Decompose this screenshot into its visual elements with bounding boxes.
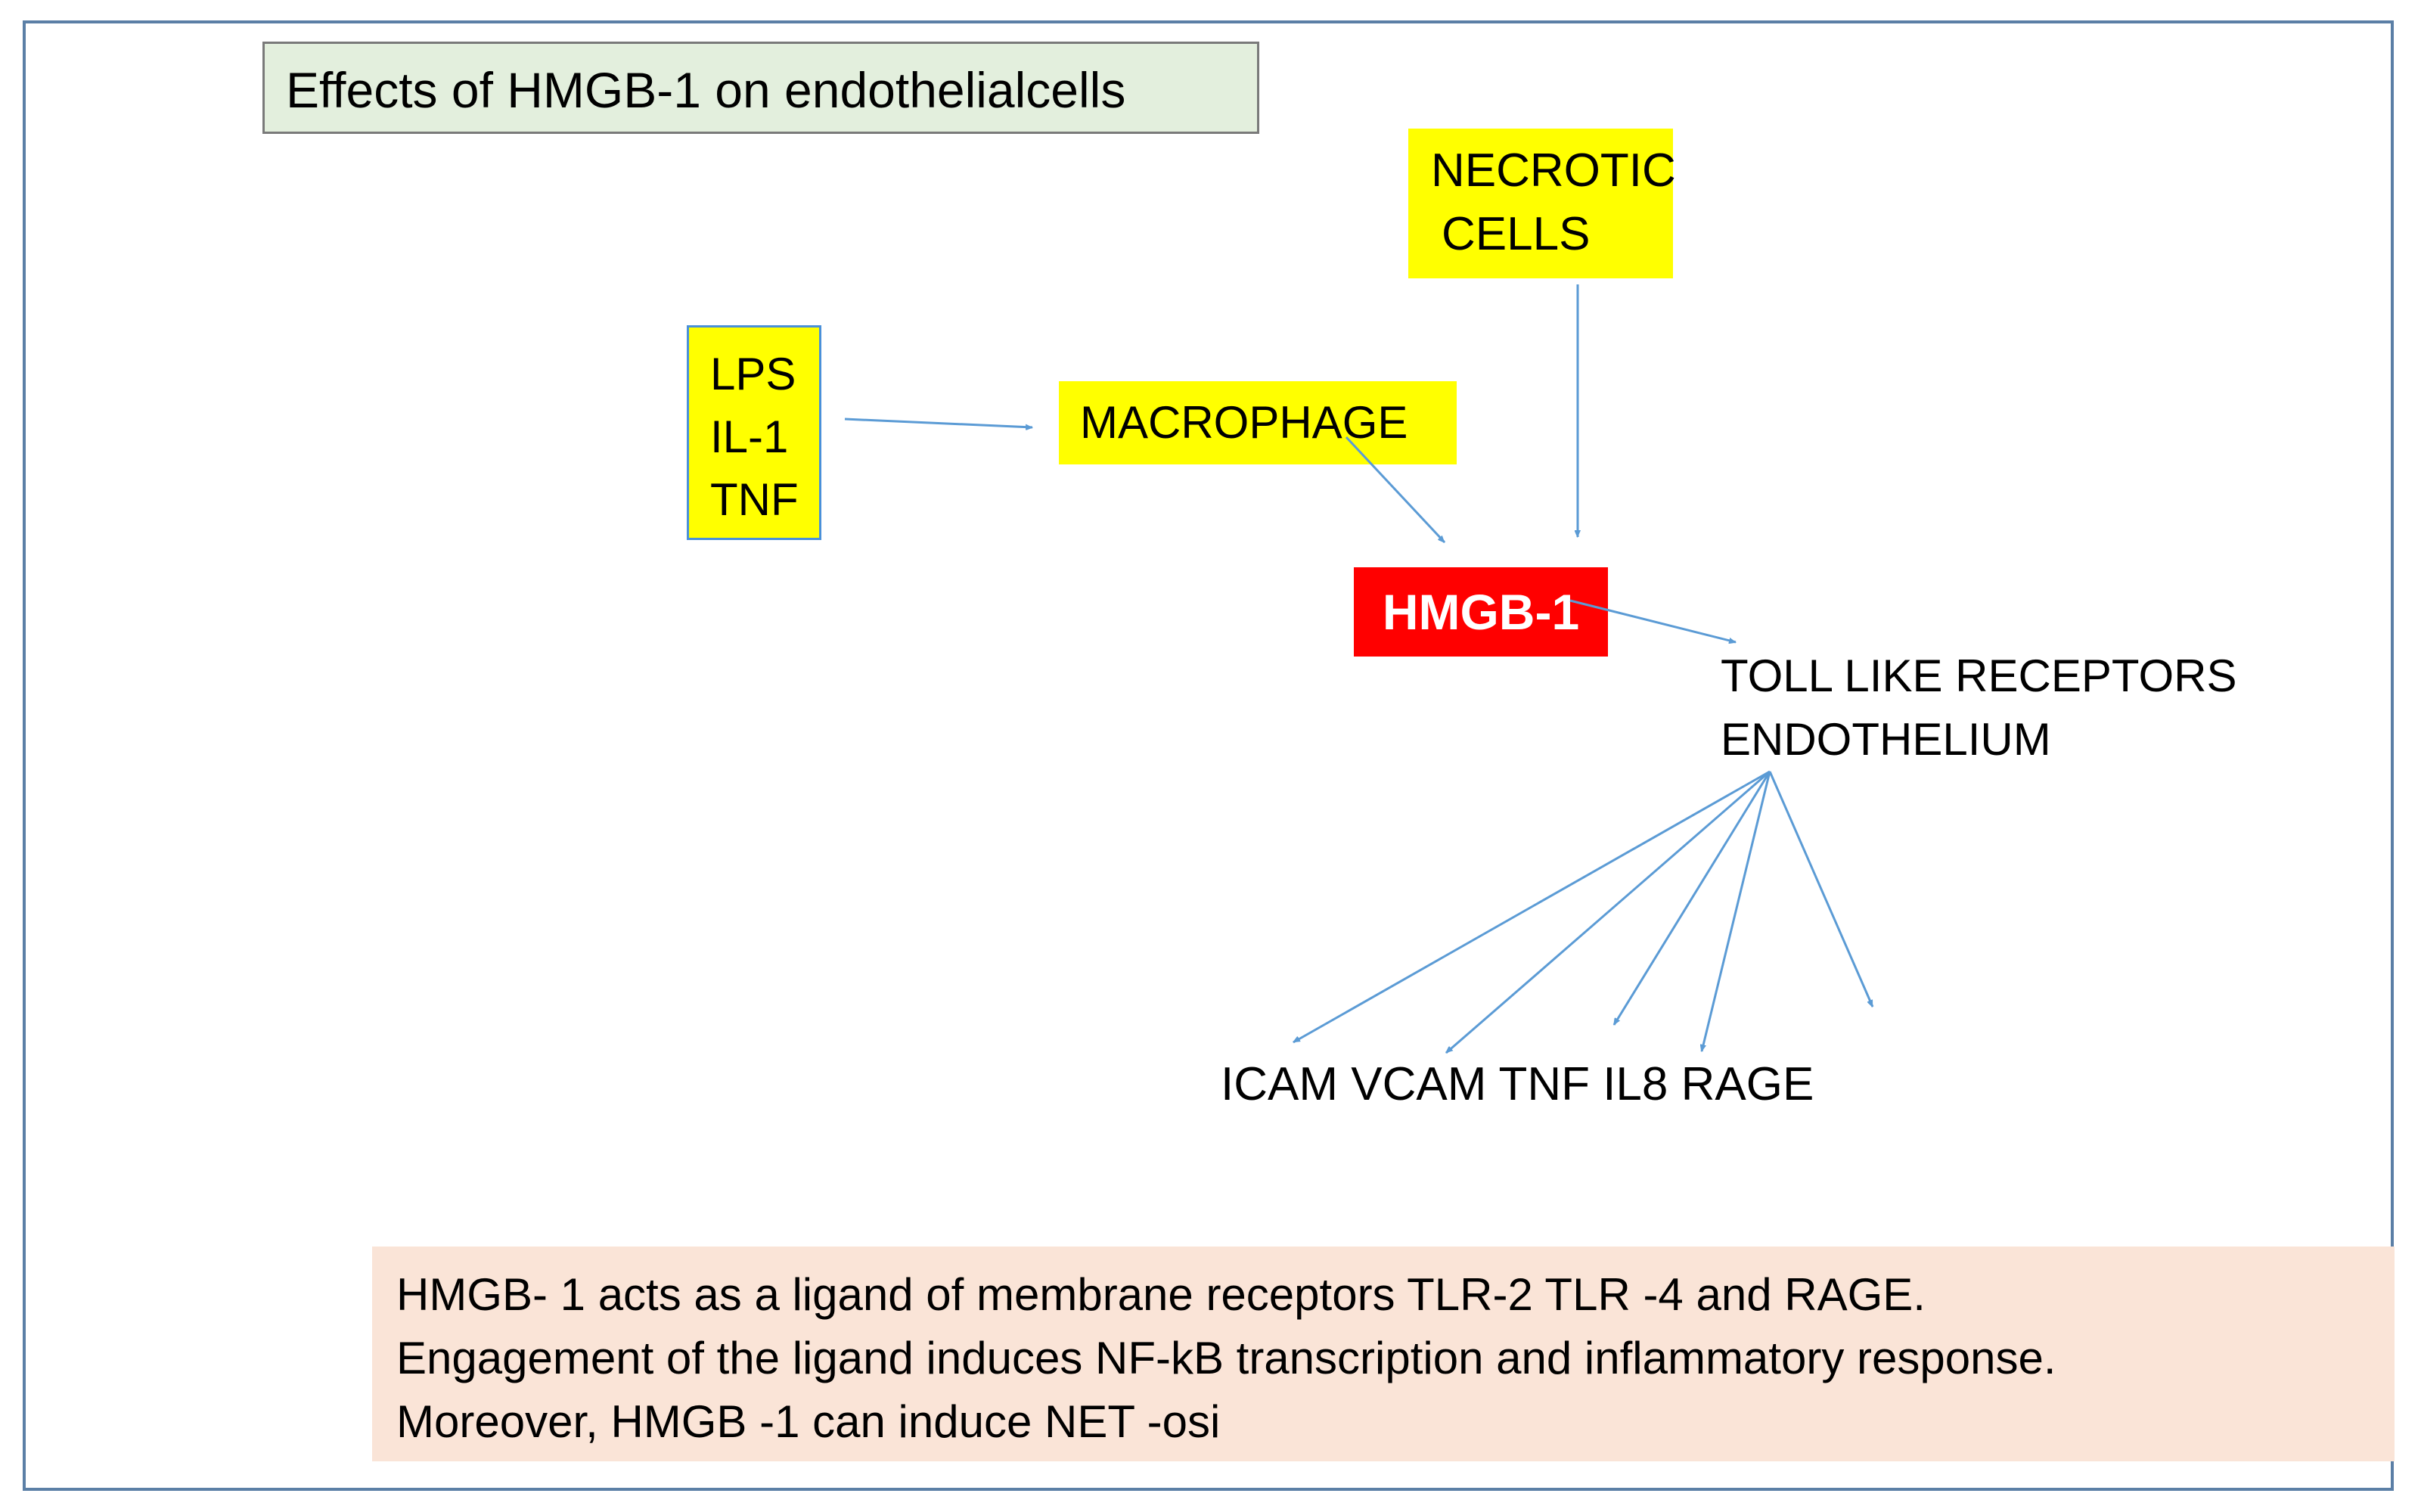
markers-node: ICAM VCAM TNF IL8 RAGE [1221, 1058, 1814, 1110]
diagram-frame [23, 20, 2394, 1491]
note-line-2: Engagement of the ligand induces NF-kB t… [396, 1333, 2056, 1383]
receptors-line-2: ENDOTHELIUM [1721, 714, 2051, 765]
diagram-title: Effects of HMGB-1 on endothelialcells [262, 42, 1259, 134]
necrotic-cells-node: NECROTIC CELLS [1408, 129, 1676, 278]
receptors-node: TOLL LIKE RECEPTORS ENDOTHELIUM [1721, 644, 2236, 772]
macrophage-node: MACROPHAGE [1059, 381, 1457, 464]
necrotic-line-2: CELLS [1442, 208, 1591, 260]
explanation-note: HMGB- 1 acts as a ligand of membrane rec… [372, 1247, 2395, 1461]
stimulus-lps: LPS [710, 349, 796, 399]
hmgb1-node: HMGB-1 [1354, 567, 1608, 657]
necrotic-line-1: NECROTIC [1431, 144, 1676, 197]
stimulus-il1: IL-1 [710, 411, 789, 462]
receptors-line-1: TOLL LIKE RECEPTORS [1721, 650, 2237, 701]
note-line-1: HMGB- 1 acts as a ligand of membrane rec… [396, 1269, 1926, 1320]
stimuli-node: LPS IL-1 TNF [687, 325, 821, 540]
stimulus-tnf: TNF [710, 474, 799, 525]
note-line-3: Moreover, HMGB -1 can induce NET -osi [396, 1396, 1221, 1447]
